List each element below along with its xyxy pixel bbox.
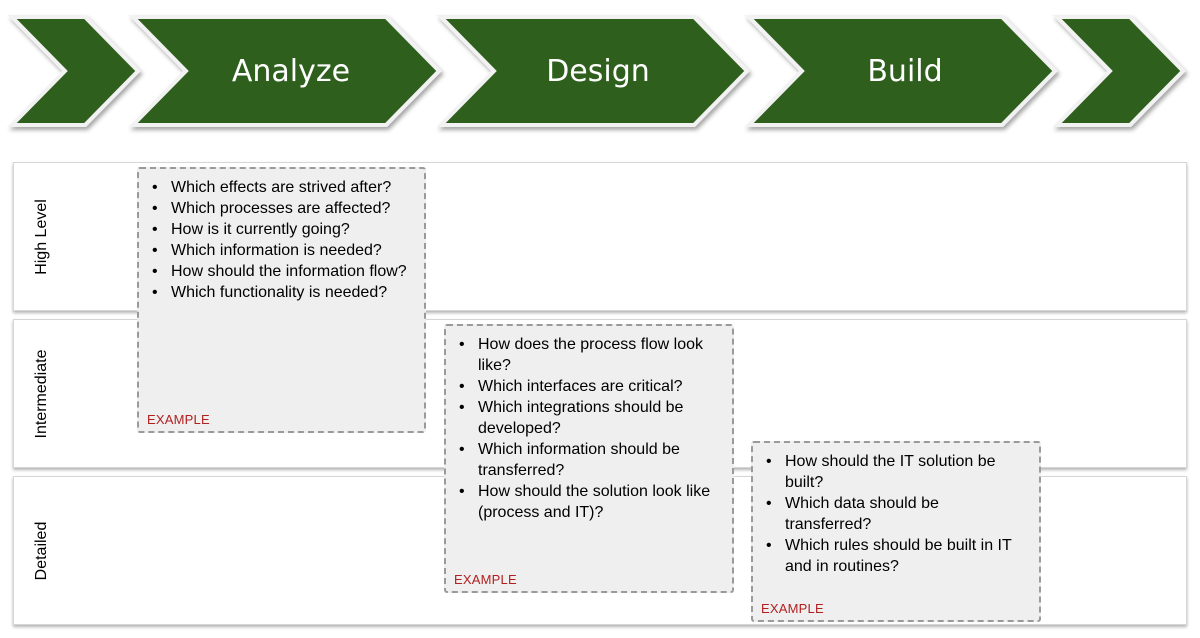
- level-label-high: High Level: [33, 198, 50, 275]
- level-label-container: High Level: [14, 163, 70, 310]
- question-item: How should the solution look like (proce…: [454, 481, 722, 523]
- question-item: Which integrations should be developed?: [454, 397, 722, 439]
- chevron-build: [744, 15, 1058, 127]
- example-tag: EXAMPLE: [454, 572, 517, 587]
- level-label-container: Intermediate: [14, 320, 70, 467]
- question-list: Which effects are strived after? Which p…: [147, 177, 414, 303]
- question-item: Which rules should be built in IT and in…: [761, 535, 1029, 577]
- phase-chevrons: Analyze Design Build: [7, 15, 1186, 127]
- question-item: Which information should be transferred?: [454, 439, 722, 481]
- question-item: Which effects are strived after?: [147, 177, 414, 198]
- question-item: Which functionality is needed?: [147, 282, 414, 303]
- example-tag: EXAMPLE: [147, 412, 210, 427]
- chevron-design: [436, 15, 750, 127]
- level-label-detailed: Detailed: [33, 521, 50, 580]
- question-item: Which data should be transferred?: [761, 493, 1029, 535]
- phase-label-analyze: Analyze: [232, 54, 350, 89]
- question-list: How does the process flow look like? Whi…: [454, 334, 722, 523]
- question-item: How is it currently going?: [147, 219, 414, 240]
- level-label-container: Detailed: [14, 477, 70, 624]
- build-question-box: How should the IT solution be built? Whi…: [751, 441, 1041, 622]
- question-item: Which interfaces are critical?: [454, 376, 722, 397]
- phase-label-design: Design: [546, 54, 650, 89]
- analyze-question-box: Which effects are strived after? Which p…: [137, 167, 426, 433]
- example-tag: EXAMPLE: [761, 601, 824, 616]
- question-item: How does the process flow look like?: [454, 334, 722, 376]
- question-item: How should the IT solution be built?: [761, 451, 1029, 493]
- question-list: How should the IT solution be built? Whi…: [761, 451, 1029, 577]
- question-item: Which processes are affected?: [147, 198, 414, 219]
- level-label-intermediate: Intermediate: [33, 349, 50, 438]
- question-item: Which information is needed?: [147, 240, 414, 261]
- question-item: How should the information flow?: [147, 261, 414, 282]
- chevron-end: [1052, 15, 1186, 127]
- chevron-analyze: [128, 15, 442, 127]
- chevron-start: [7, 15, 141, 127]
- phase-label-build: Build: [867, 54, 942, 89]
- design-question-box: How does the process flow look like? Whi…: [444, 324, 734, 593]
